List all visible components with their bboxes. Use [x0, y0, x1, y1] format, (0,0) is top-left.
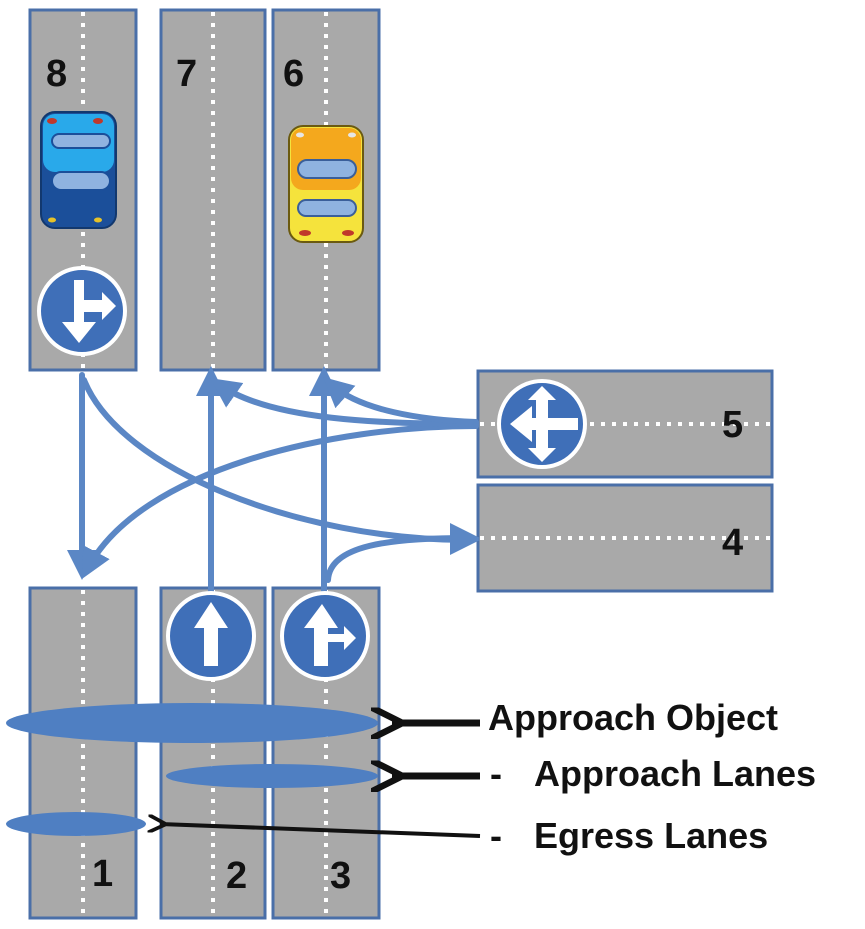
arrow-straight-right-sign-icon — [280, 591, 370, 681]
yellow-car-icon — [288, 125, 364, 243]
legend-approach-object: Approach Object — [488, 697, 778, 738]
approach-lanes-ellipse — [166, 764, 378, 788]
pointer-egress-lanes — [160, 824, 481, 838]
flow-3-to-4 — [325, 523, 480, 583]
arrow-straight-sign-icon — [166, 591, 256, 681]
egress-lanes-ellipse — [6, 812, 146, 836]
lane-number-3: 3 — [330, 855, 351, 897]
legend-pointers — [160, 723, 481, 838]
flow-arrows — [67, 366, 480, 595]
legend-egress-lanes: Egress Lanes — [534, 815, 768, 856]
blue-car-icon — [40, 111, 117, 229]
lane-number-7: 7 — [176, 53, 197, 95]
flow-5-to-6 — [323, 377, 479, 425]
arrow-all-directions-sign-icon — [497, 379, 587, 469]
legend-egress-lanes-dash: - — [490, 815, 502, 856]
lane-number-6: 6 — [283, 53, 304, 95]
flow-8-to-4 — [81, 377, 480, 555]
lane-number-5: 5 — [722, 404, 743, 446]
lane-number-8: 8 — [46, 53, 67, 95]
lane-1 — [28, 586, 138, 920]
approach-object-ellipse — [6, 703, 378, 743]
lane-7 — [159, 8, 267, 372]
legend-approach-lanes: Approach Lanes — [534, 753, 816, 794]
lane-number-1: 1 — [92, 853, 113, 895]
arrow-down-right-sign-icon — [37, 266, 127, 356]
lane-number-4: 4 — [722, 522, 743, 564]
lane-number-2: 2 — [226, 855, 247, 897]
flow-5-to-7 — [210, 378, 479, 427]
legend-approach-lanes-dash: - — [490, 753, 502, 794]
flow-5-to-1 — [82, 423, 479, 579]
